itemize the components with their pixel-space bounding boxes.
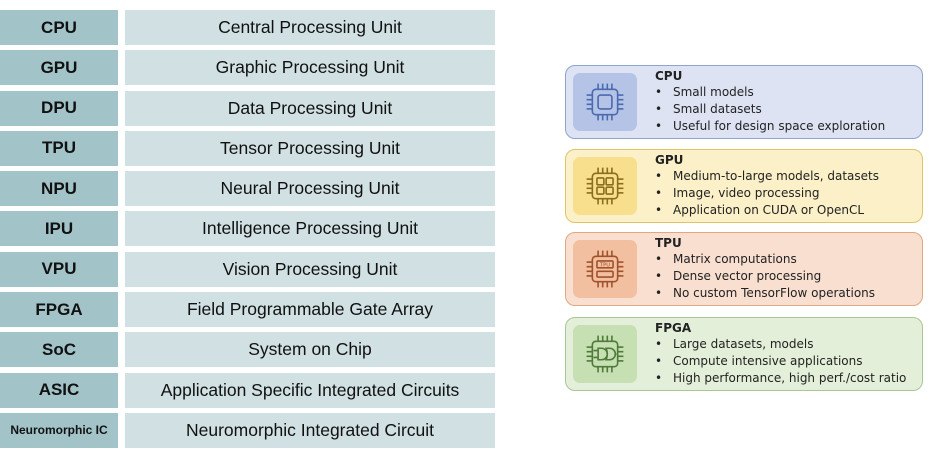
full-name-cell: System on Chip bbox=[125, 332, 495, 368]
icon-box bbox=[573, 157, 637, 215]
fpga-chip-icon bbox=[586, 335, 624, 373]
bullet-item: Application on CUDA or OpenCL bbox=[655, 202, 879, 219]
full-name-cell: Neural Processing Unit bbox=[125, 171, 495, 207]
abbreviation-cell: SoC bbox=[0, 332, 118, 368]
full-name-cell: Graphic Processing Unit bbox=[125, 50, 495, 86]
bullet-list: Matrix computationsDense vector processi… bbox=[655, 251, 875, 302]
abbreviation-cell: Neuromorphic IC bbox=[0, 412, 118, 448]
full-name-cell: Data Processing Unit bbox=[125, 90, 495, 126]
gpu-chip-icon bbox=[586, 167, 624, 205]
full-name-cell: Vision Processing Unit bbox=[125, 251, 495, 287]
full-name-cell: Tensor Processing Unit bbox=[125, 130, 495, 166]
abbreviation-cell: FPGA bbox=[0, 292, 118, 328]
bullet-item: Dense vector processing bbox=[655, 268, 875, 285]
bullet-item: No custom TensorFlow operations bbox=[655, 285, 875, 302]
abbreviation-cell: VPU bbox=[0, 251, 118, 287]
card-title: GPU bbox=[655, 153, 684, 167]
abbreviation-cell: ASIC bbox=[0, 372, 118, 408]
card-gpu: GPUMedium-to-large models, datasetsImage… bbox=[565, 149, 923, 223]
icon-box bbox=[573, 325, 637, 383]
card-tpu: TPU TPUMatrix computationsDense vector p… bbox=[565, 232, 923, 306]
abbreviation-cell: CPU bbox=[0, 10, 118, 45]
card-fpga: FPGALarge datasets, modelsCompute intens… bbox=[565, 317, 923, 391]
abbreviation-cell: NPU bbox=[0, 171, 118, 207]
full-name-cell: Field Programmable Gate Array bbox=[125, 292, 495, 328]
full-name-cell: Application Specific Integrated Circuits bbox=[125, 372, 495, 408]
icon-box bbox=[573, 73, 637, 131]
tpu-chip-icon: TPU bbox=[586, 250, 624, 288]
bullet-list: Small modelsSmall datasetsUseful for des… bbox=[655, 84, 885, 135]
bullet-item: Large datasets, models bbox=[655, 336, 906, 353]
bullet-list: Large datasets, modelsCompute intensive … bbox=[655, 336, 906, 387]
card-title: CPU bbox=[655, 69, 683, 83]
cpu-chip-icon bbox=[586, 83, 624, 121]
bullet-item: Image, video processing bbox=[655, 185, 879, 202]
icon-box: TPU bbox=[573, 240, 637, 298]
bullet-list: Medium-to-large models, datasetsImage, v… bbox=[655, 168, 879, 219]
full-name-cell: Neuromorphic Integrated Circuit bbox=[125, 412, 495, 448]
full-name-cell: Central Processing Unit bbox=[125, 10, 495, 45]
card-title: FPGA bbox=[655, 321, 692, 335]
full-name-cell: Intelligence Processing Unit bbox=[125, 211, 495, 247]
bullet-item: Useful for design space exploration bbox=[655, 118, 885, 135]
abbreviation-cell: GPU bbox=[0, 50, 118, 86]
abbreviation-cell: DPU bbox=[0, 90, 118, 126]
bullet-item: Medium-to-large models, datasets bbox=[655, 168, 879, 185]
card-title: TPU bbox=[655, 236, 682, 250]
abbreviation-cell: TPU bbox=[0, 130, 118, 166]
bullet-item: Matrix computations bbox=[655, 251, 875, 268]
bullet-item: Small datasets bbox=[655, 101, 885, 118]
bullet-item: High performance, high perf./cost ratio bbox=[655, 370, 906, 387]
bullet-item: Small models bbox=[655, 84, 885, 101]
tpu-chip-label: TPU bbox=[599, 263, 610, 269]
card-cpu: CPUSmall modelsSmall datasetsUseful for … bbox=[565, 65, 923, 139]
bullet-item: Compute intensive applications bbox=[655, 353, 906, 370]
abbreviation-cell: IPU bbox=[0, 211, 118, 247]
